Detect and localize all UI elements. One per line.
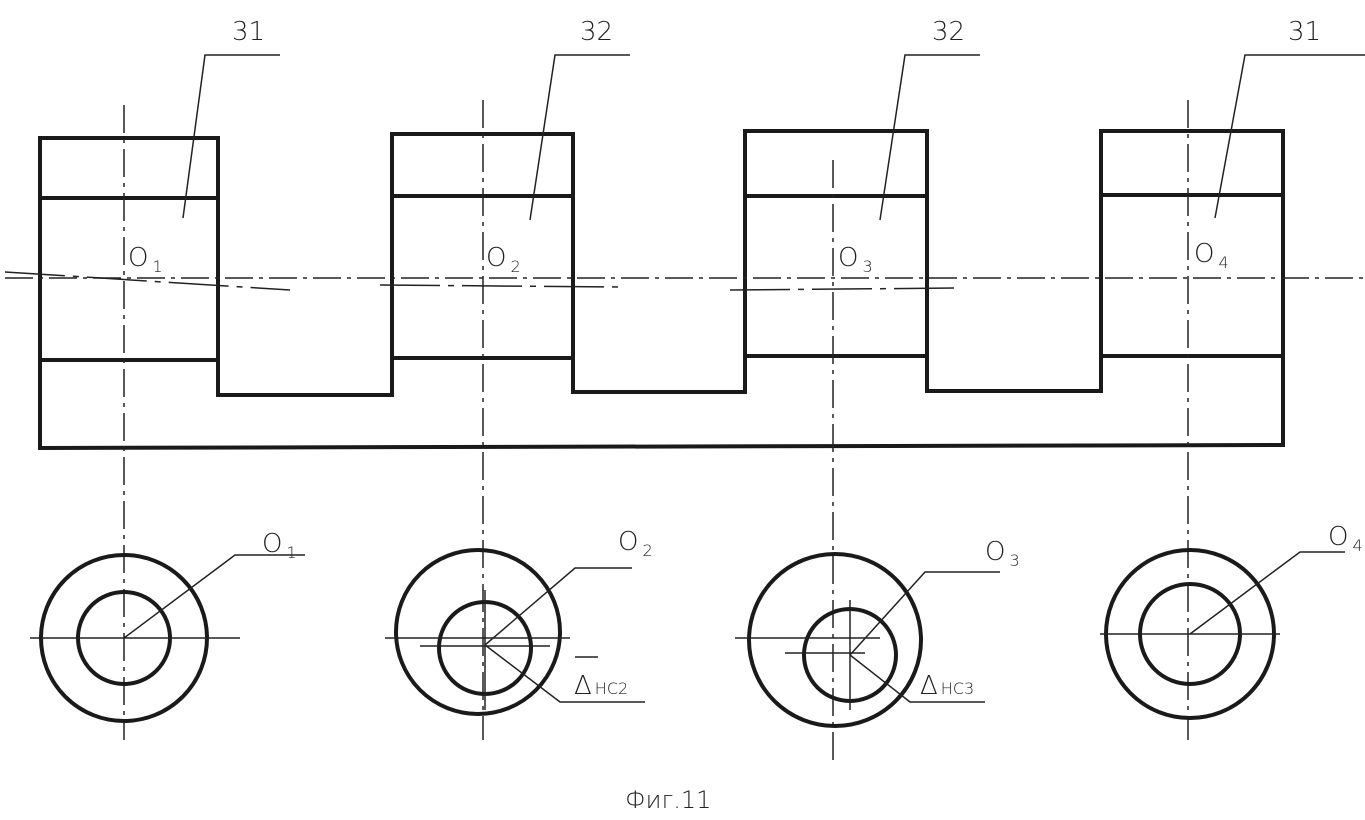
figure-caption: Фиг.11 <box>625 786 711 814</box>
svg-text:O3: O3 <box>985 537 1020 570</box>
circle-center-o1: O <box>262 529 282 559</box>
offset-delta-hc2: Δ <box>574 671 592 701</box>
center-o4: O <box>1194 239 1214 269</box>
hatched-base <box>40 356 1283 448</box>
callout-32-right: 32 <box>932 17 965 47</box>
svg-text:O2: O2 <box>486 243 521 276</box>
top-hatched-caps <box>40 131 1283 198</box>
circle-center-o2: O <box>618 527 638 557</box>
circle-center-o4: O <box>1328 522 1348 552</box>
section-center-labels: O1 O2 O3 O4 <box>128 239 1229 276</box>
svg-text:ΔНС3: ΔНС3 <box>920 671 974 701</box>
circle-view-4 <box>1100 550 1345 718</box>
callout-31-left: 31 <box>232 17 265 47</box>
svg-text:O4: O4 <box>1194 239 1229 272</box>
svg-text:O2: O2 <box>618 527 653 560</box>
center-o1: O <box>128 243 148 273</box>
center-o3: O <box>838 243 858 273</box>
callout-31-right: 31 <box>1288 17 1321 47</box>
offset-delta-hc3: Δ <box>920 671 938 701</box>
circle-center-o3: O <box>985 537 1005 567</box>
svg-text:O4: O4 <box>1328 522 1363 555</box>
svg-text:O1: O1 <box>262 529 297 562</box>
circle-view-1 <box>30 555 305 721</box>
callout-32-left: 32 <box>580 17 613 47</box>
svg-text:O3: O3 <box>838 243 873 276</box>
circle-view-3 <box>735 554 1000 726</box>
center-o2: O <box>486 243 506 273</box>
svg-text:O1: O1 <box>128 243 163 276</box>
svg-text:ΔНС2: ΔНС2 <box>574 671 628 701</box>
